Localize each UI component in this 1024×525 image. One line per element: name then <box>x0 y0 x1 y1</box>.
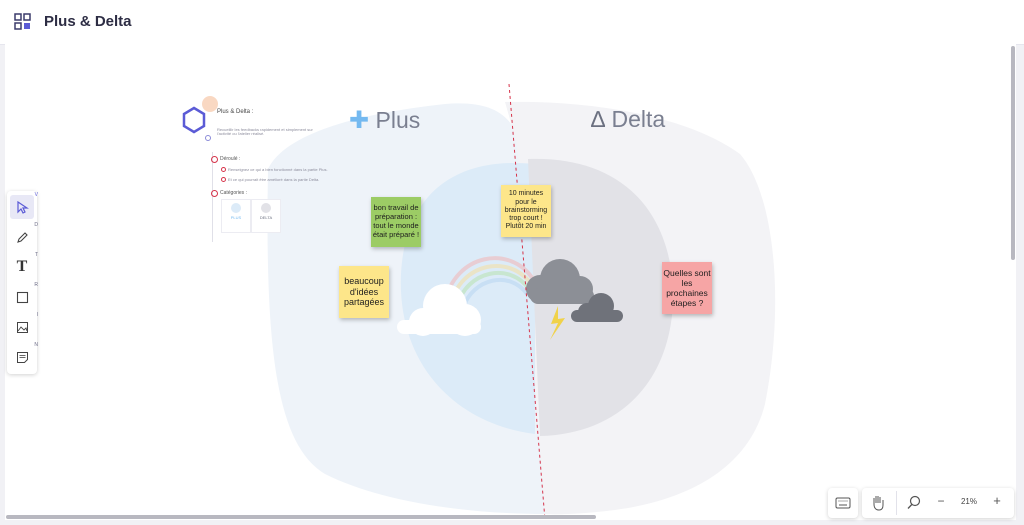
shortcut-label: V <box>34 192 38 198</box>
step-circle-icon <box>211 156 218 163</box>
info-step-1: Renseignez ce qui a bien fonctionné dans… <box>228 167 328 172</box>
sticky-note-icon <box>16 351 28 363</box>
category-plus-label: PLUS <box>230 215 242 220</box>
pencil-icon <box>16 231 28 243</box>
shortcut-label: T <box>34 252 38 258</box>
board-title: Plus & Delta <box>44 13 132 30</box>
cloud-shape <box>397 284 481 336</box>
sticky-note-text: bon travail de préparation : tout le mon… <box>372 203 420 239</box>
info-title: Plus & Delta : <box>217 109 254 115</box>
note-tool-button[interactable]: N <box>10 342 38 369</box>
step2-dot-icon <box>221 177 226 182</box>
shortcut-label: D <box>34 222 38 228</box>
step1-dot-icon <box>221 167 226 172</box>
zoom-level: 21% <box>960 497 977 506</box>
keyboard-shortcuts-button[interactable] <box>828 488 858 518</box>
shape-tool-button[interactable]: R <box>10 282 38 309</box>
whiteboard-canvas[interactable]: Plus & Delta : Recueillir les feedbacks … <box>5 44 1016 520</box>
sticky-note[interactable]: 10 minutes pour le brainstorming trop co… <box>501 185 551 237</box>
info-section-steps: Déroulé : <box>220 156 241 162</box>
pen-tool-button[interactable]: D <box>10 222 38 249</box>
search-button[interactable] <box>902 491 926 515</box>
toolbar-separator <box>896 491 897 515</box>
sticky-note[interactable]: Quelles sont les prochaines étapes ? <box>662 262 712 314</box>
rectangle-icon <box>16 291 28 303</box>
pan-tool-button[interactable] <box>866 491 890 515</box>
sticky-note-text: Quelles sont les prochaines étapes ? <box>663 267 711 309</box>
zoom-out-button[interactable]: − <box>937 494 945 508</box>
sticky-note-text: beaucoup d'idées partagées <box>343 276 385 308</box>
category-delta-label: DELTA <box>259 215 273 220</box>
select-tool-button[interactable]: V <box>10 192 38 219</box>
sticky-note[interactable]: beaucoup d'idées partagées <box>339 266 389 318</box>
top-bar: Plus & Delta <box>0 0 1024 45</box>
text-icon: T <box>16 258 28 275</box>
hand-icon <box>873 496 884 511</box>
shortcut-label: N <box>34 342 38 348</box>
plus-header: ✚ Plus <box>349 106 420 135</box>
zoom-controls: − 21% + <box>862 488 1014 518</box>
category-circle-icon <box>211 190 218 197</box>
vertical-scrollbar[interactable] <box>1011 46 1015 260</box>
delta-label: Delta <box>611 106 666 132</box>
sticky-note[interactable]: bon travail de préparation : tout le mon… <box>371 197 421 247</box>
info-divider <box>212 152 213 242</box>
plus-label: Plus <box>375 107 421 133</box>
board-background <box>267 83 776 520</box>
keyboard-icon <box>835 497 851 509</box>
image-icon <box>16 321 28 333</box>
search-icon <box>907 495 921 509</box>
tool-palette: V D T T R I N <box>7 191 38 374</box>
board-app-icon <box>14 13 31 30</box>
text-tool-button[interactable]: T T <box>10 252 38 279</box>
delta-icon: ∆ <box>591 106 606 132</box>
delta-header: ∆ Delta <box>591 106 665 133</box>
shortcut-label: I <box>36 312 38 318</box>
info-section-categories: Catégories : <box>220 190 247 196</box>
zoom-in-button[interactable]: + <box>993 493 1001 508</box>
plus-icon: ✚ <box>349 107 370 134</box>
horizontal-scrollbar[interactable] <box>6 515 596 519</box>
info-subtitle: Recueillir les feedbacks rapidement et s… <box>217 127 313 137</box>
category-plus-card: PLUS <box>221 199 251 233</box>
category-delta-card: DELTA <box>251 199 281 233</box>
shortcut-label: R <box>34 282 38 288</box>
cursor-icon <box>16 200 29 214</box>
image-tool-button[interactable]: I <box>10 312 38 339</box>
hexagon-logo-icon <box>182 96 218 141</box>
sticky-note-text: 10 minutes pour le brainstorming trop co… <box>504 190 548 231</box>
info-step-2: Et ce qui pourrait être amélioré dans la… <box>228 177 320 182</box>
